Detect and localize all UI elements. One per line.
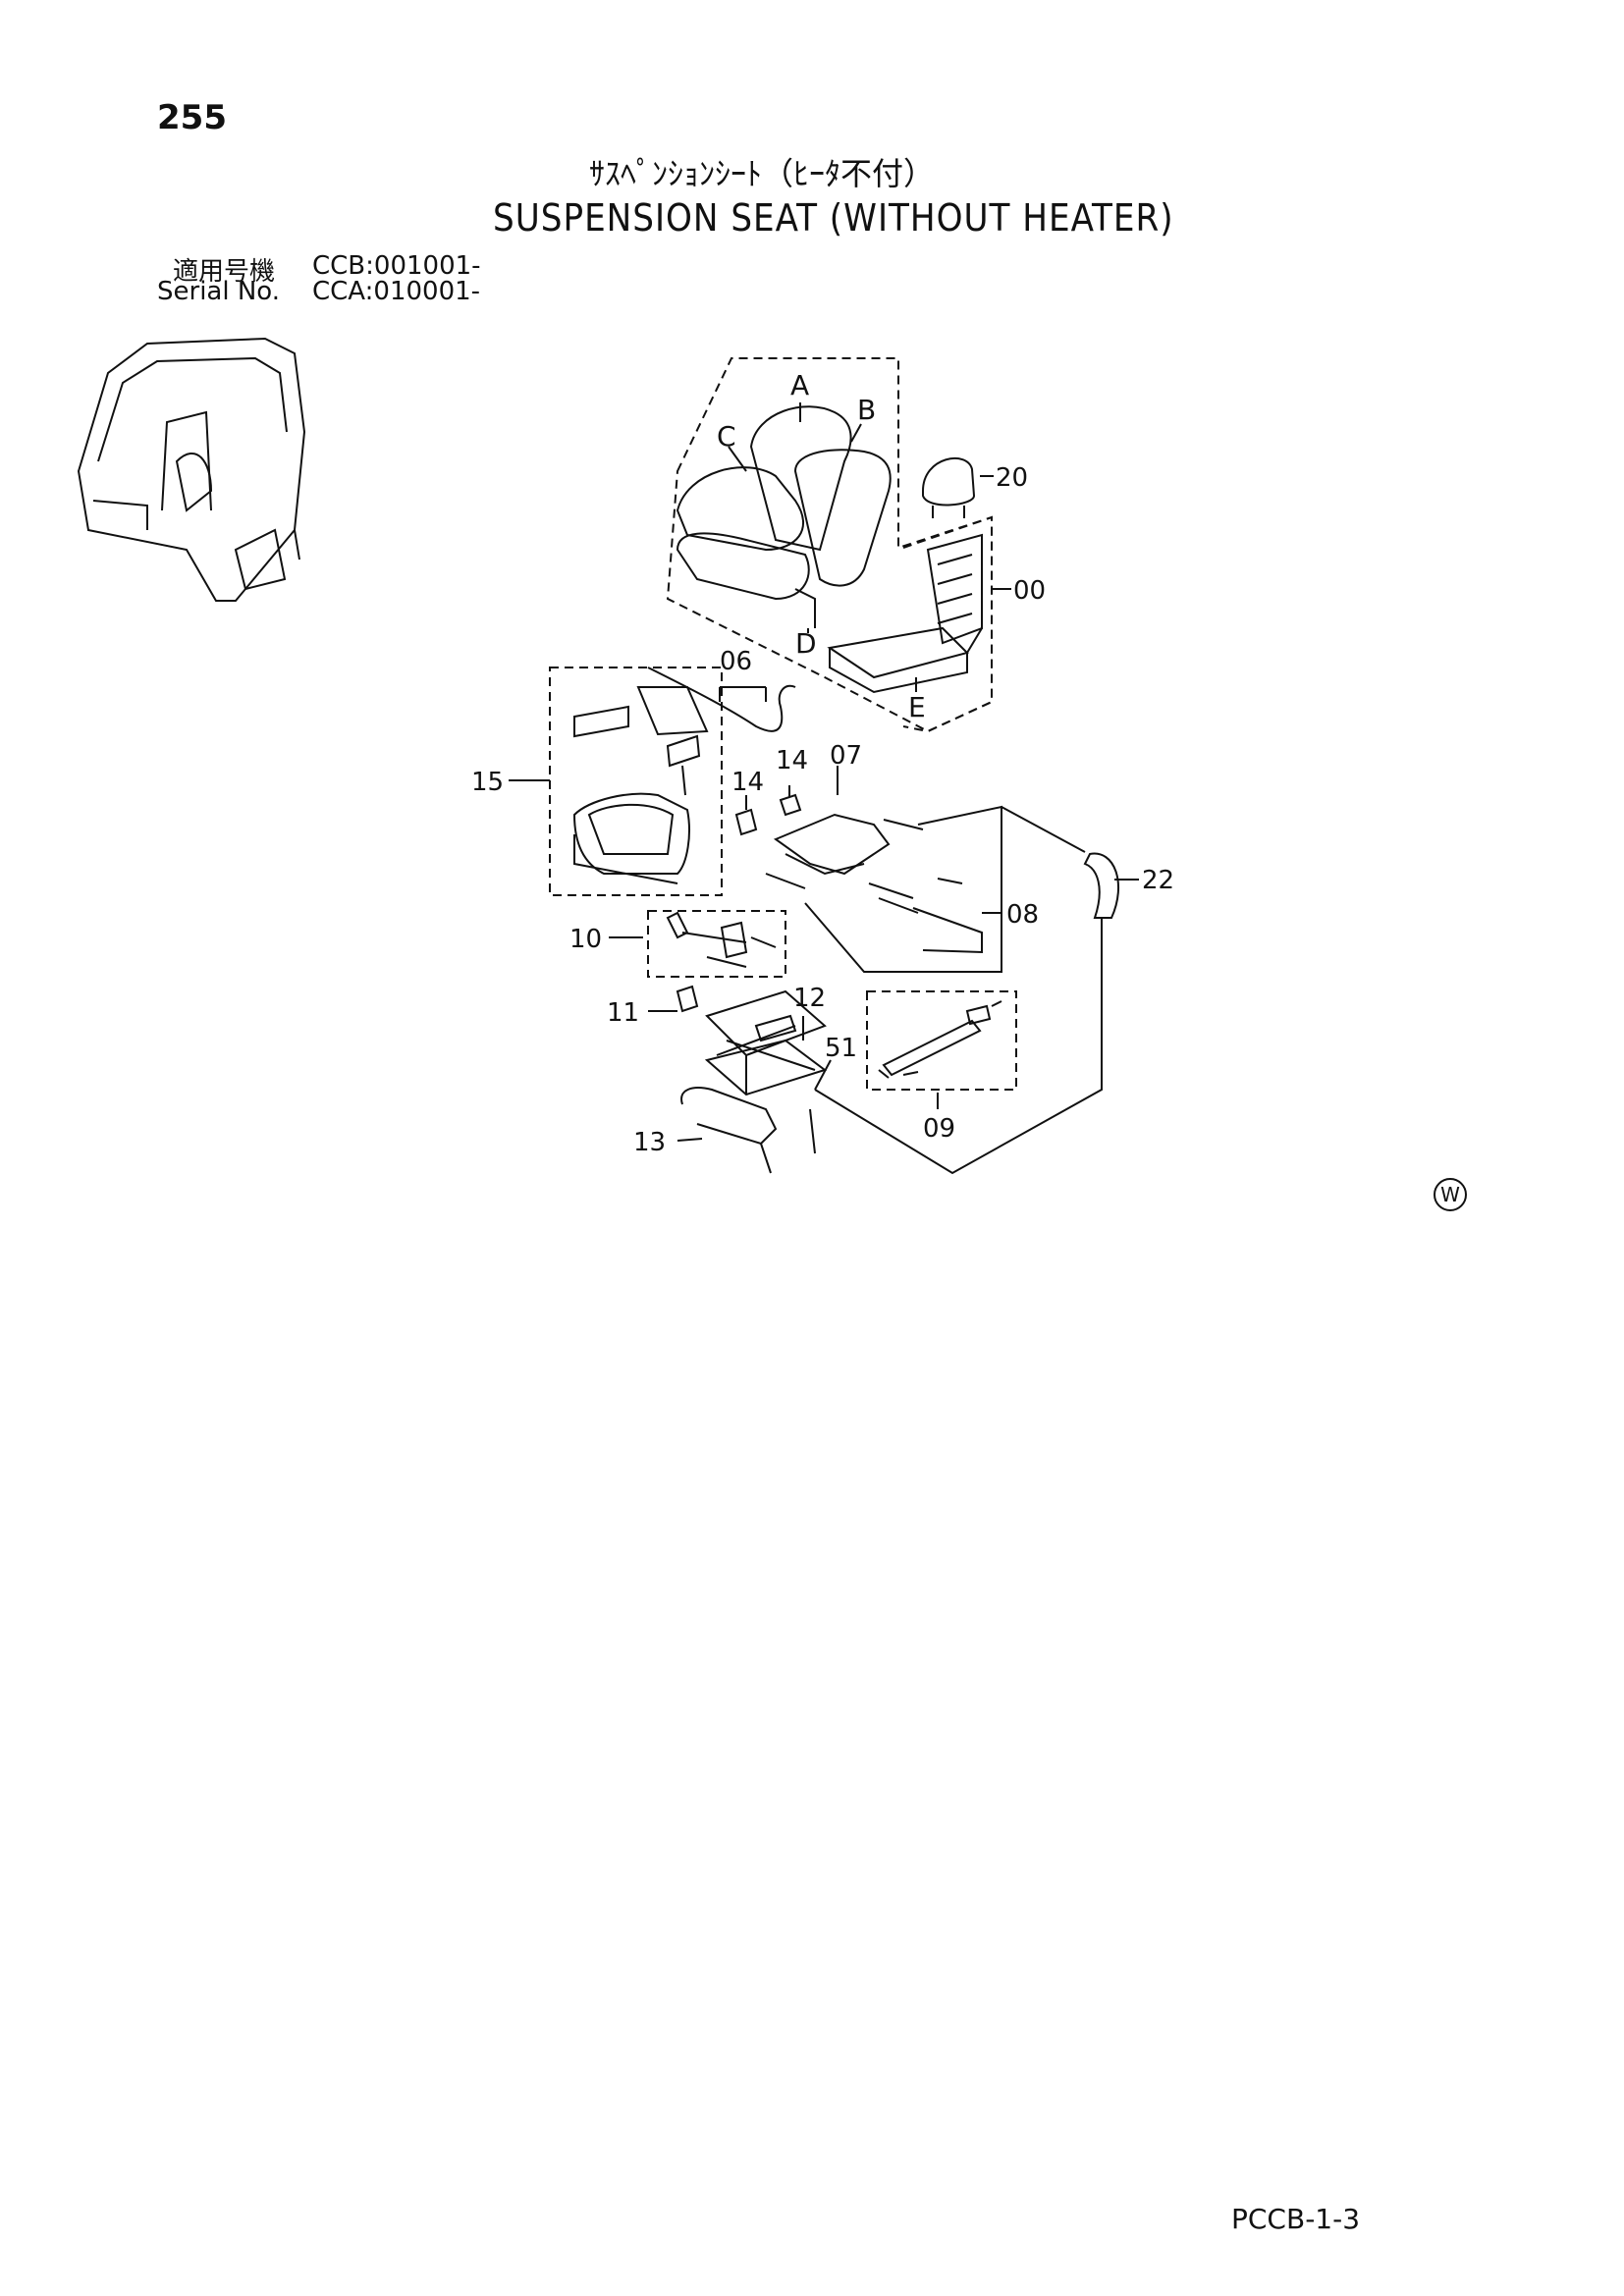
- excavator-cab-icon: [77, 337, 306, 602]
- cable: [647, 667, 796, 732]
- title-english: SUSPENSION SEAT (WITHOUT HEATER): [493, 196, 1174, 240]
- serial-en-value: CCA:010001-: [312, 277, 481, 306]
- callout-22: 22: [1142, 866, 1174, 895]
- callout-A: A: [790, 369, 809, 401]
- callout-20: 20: [996, 463, 1028, 493]
- callout-C: C: [717, 420, 736, 453]
- callout-14-left: 14: [731, 768, 764, 797]
- callout-D: D: [795, 627, 817, 660]
- callout-07: 07: [830, 741, 862, 771]
- slide-rail-drawing: [572, 686, 709, 884]
- lever-assembly-drawing: [666, 911, 777, 968]
- callout-B: B: [857, 394, 876, 426]
- callout-15: 15: [471, 768, 504, 797]
- callout-E: E: [908, 691, 926, 723]
- headrest: [922, 456, 976, 507]
- page-number: 255: [157, 98, 227, 137]
- callout-13: 13: [633, 1128, 666, 1157]
- seat-assembly-boundary: [666, 357, 993, 733]
- serial-en-label: Serial No.: [157, 277, 280, 306]
- seat-frame-drawing: [827, 533, 983, 694]
- adjustment-lever: [680, 1087, 778, 1146]
- callout-51: 51: [825, 1034, 857, 1063]
- damper-drawing: [878, 1000, 1002, 1079]
- guard-22: [1083, 852, 1119, 919]
- bracket-07: [773, 813, 891, 876]
- serial-jp-label: 適用号機: [173, 257, 276, 287]
- callout-00: 00: [1013, 576, 1046, 606]
- callout-09: 09: [923, 1114, 955, 1144]
- document-code: PCCB-1-3: [1231, 2203, 1361, 2235]
- title-japanese: ｻｽﾍﾟﾝｼｮﾝｼｰﾄ（ﾋｰﾀ不付）: [589, 155, 936, 192]
- callout-12: 12: [793, 984, 826, 1013]
- w-mark-icon: W: [1434, 1178, 1467, 1211]
- callout-11: 11: [607, 998, 639, 1028]
- callout-06: 06: [720, 647, 752, 676]
- callout-08: 08: [1006, 900, 1039, 930]
- callout-14-right: 14: [776, 746, 808, 775]
- serial-jp-value: CCB:001001-: [312, 251, 481, 281]
- callout-10: 10: [569, 925, 602, 954]
- seat-cushion-drawing: [676, 405, 892, 628]
